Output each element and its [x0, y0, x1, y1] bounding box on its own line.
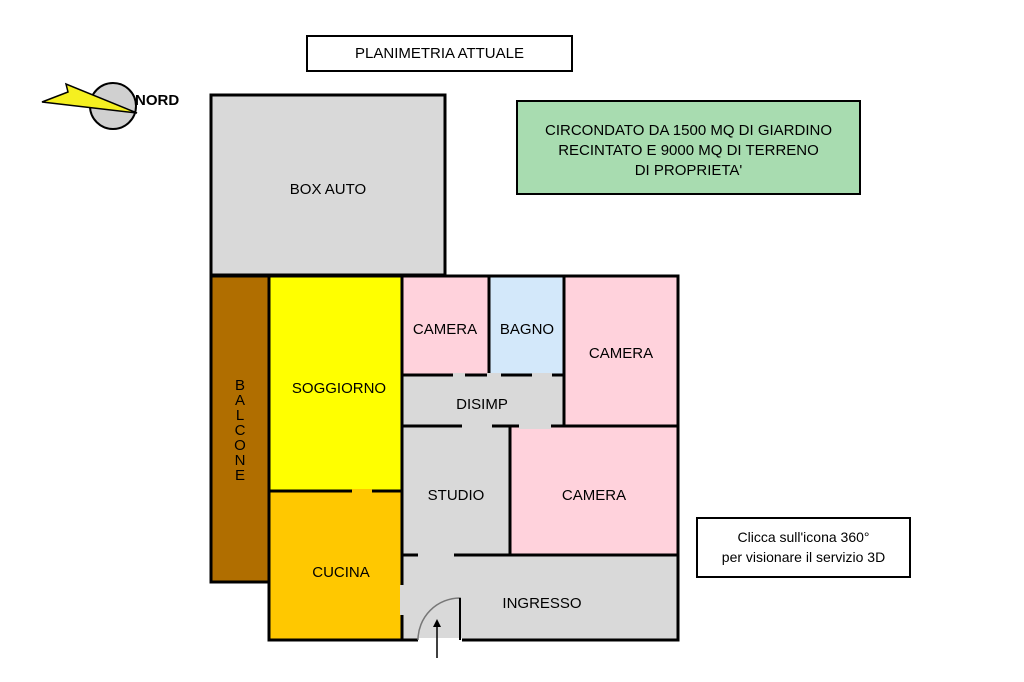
info-line: RECINTATO E 9000 MQ DI TERRENO — [558, 142, 819, 159]
note-line: per visionare il servizio 3D — [721, 549, 886, 565]
room-label-bagno: BAGNO — [500, 321, 554, 338]
room-label-box-auto: BOX AUTO — [290, 181, 366, 198]
plan-title-text: PLANIMETRIA ATTUALE — [355, 45, 524, 62]
entrance-door-swing — [417, 597, 461, 641]
room-label-balcone-e: E — [235, 467, 245, 484]
room-label-cucina: CUCINA — [312, 564, 370, 581]
room-label-studio: STUDIO — [428, 487, 485, 504]
kitchen-door — [352, 489, 372, 494]
room-label-balcone-n: N — [235, 452, 246, 469]
room-cucina — [267, 489, 404, 642]
note-box: Clicca sull'icona 360° per visionare il … — [696, 517, 911, 578]
compass-label: NORD — [135, 92, 179, 109]
room-label-camera-2: CAMERA — [589, 345, 653, 362]
room-label-balcone-b: B — [235, 377, 245, 394]
room-balcone — [209, 274, 271, 584]
room-studio — [400, 424, 512, 557]
room-label-disimp: DISIMP — [456, 396, 508, 413]
room-camera-2 — [562, 274, 680, 428]
room-soggiorno — [267, 274, 404, 493]
north-arrow-icon — [41, 82, 138, 130]
info-box: CIRCONDATO DA 1500 MQ DI GIARDINO RECINT… — [516, 100, 861, 195]
info-line: DI PROPRIETA' — [634, 162, 743, 179]
entrance-arrow-icon — [433, 619, 441, 658]
plan-title: PLANIMETRIA ATTUALE — [306, 35, 573, 72]
room-label-camera-1: CAMERA — [413, 321, 477, 338]
room-label-ingresso: INGRESSO — [502, 595, 581, 612]
door-openings — [400, 373, 552, 642]
room-label-balcone-c: C — [235, 422, 246, 439]
room-box-auto — [209, 93, 447, 277]
room-label-balcone-o: O — [234, 437, 246, 454]
info-line: CIRCONDATO DA 1500 MQ DI GIARDINO — [545, 122, 832, 139]
room-label-camera-3: CAMERA — [562, 487, 626, 504]
room-label-balcone-l: L — [236, 407, 244, 424]
note-line: Clicca sull'icona 360° — [737, 529, 870, 545]
room-camera-1 — [400, 274, 491, 377]
room-label-balcone-a: A — [235, 392, 245, 409]
room-label-soggiorno: SOGGIORNO — [292, 380, 386, 397]
